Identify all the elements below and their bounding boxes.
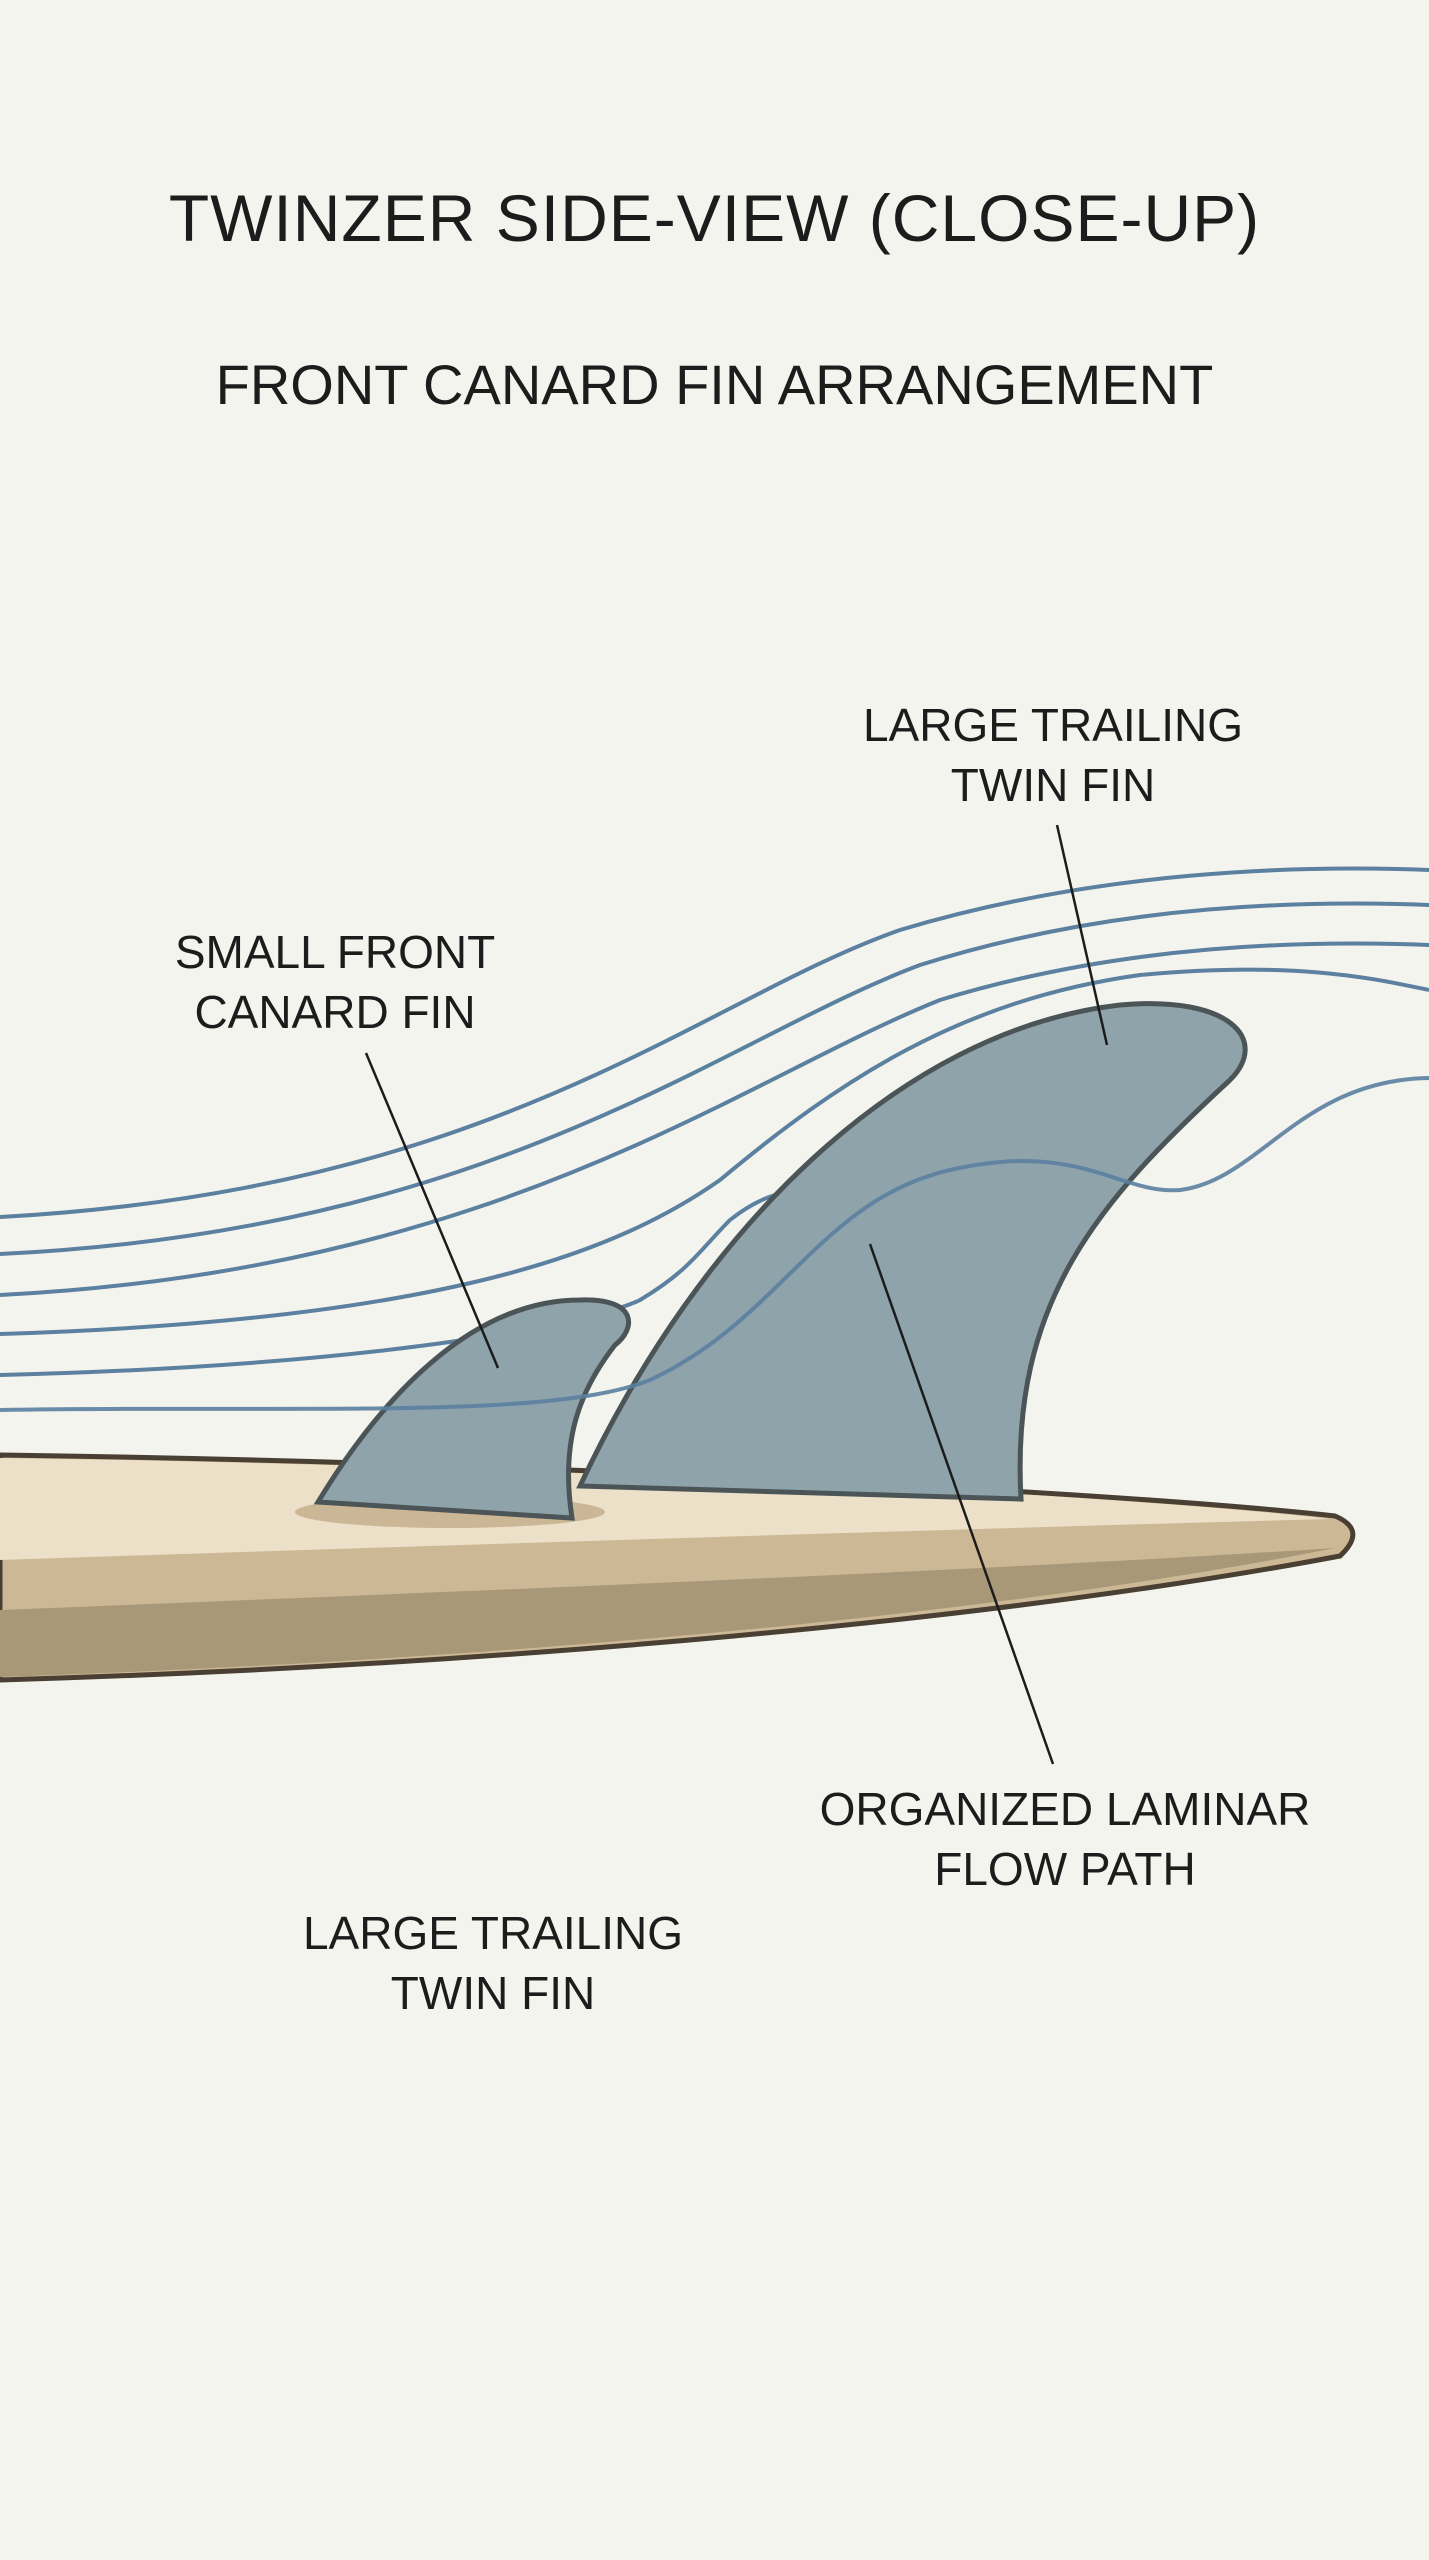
flow-line: [0, 866, 1429, 1219]
label-large-trailing-fin-bottom: LARGE TRAILING TWIN FIN: [143, 1903, 843, 2023]
leader-line-trailing: [1055, 824, 1109, 1046]
label-line: SMALL FRONT: [174, 926, 496, 978]
leader-lines: [364, 824, 1109, 1765]
laminar-flow-line: [0, 1076, 1429, 1412]
label-line: FLOW PATH: [934, 1843, 1196, 1895]
diagram-title: TWINZER SIDE-VIEW (CLOSE-UP): [168, 181, 1261, 255]
diagram-subtitle: FRONT CANARD FIN ARRANGEMENT: [215, 353, 1214, 416]
flow-line: [0, 901, 1429, 1256]
label-line: CANARD FIN: [194, 986, 476, 1038]
flow-lines: [0, 866, 1429, 1377]
label-line: TWIN FIN: [390, 1967, 596, 2019]
large-trailing-fin: [576, 1001, 1248, 1502]
label-line: LARGE TRAILING: [302, 1907, 684, 1959]
label-line: ORGANIZED LAMINAR: [819, 1783, 1311, 1835]
flow-line: [0, 941, 1429, 1297]
label-line: LARGE TRAILING: [862, 699, 1244, 751]
flow-line: [0, 967, 1429, 1336]
leader-line-laminar: [868, 1243, 1055, 1765]
leader-line-canard: [364, 1052, 500, 1369]
label-line: TWIN FIN: [950, 759, 1156, 811]
label-small-canard-fin: SMALL FRONT CANARD FIN: [0, 922, 685, 1042]
small-canard-fin: [313, 1297, 631, 1521]
label-laminar-flow: ORGANIZED LAMINAR FLOW PATH: [715, 1779, 1415, 1899]
label-large-trailing-fin-top: LARGE TRAILING TWIN FIN: [703, 695, 1403, 815]
